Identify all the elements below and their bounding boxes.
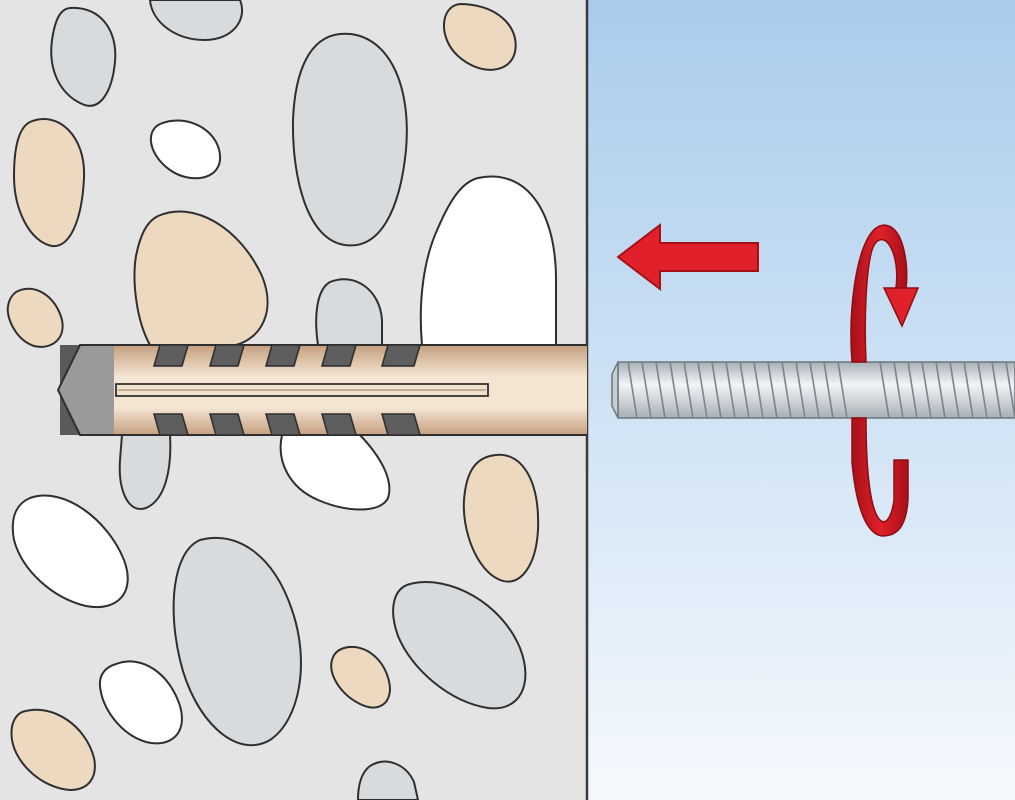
screw-thread bbox=[963, 361, 974, 419]
screw-threads bbox=[627, 361, 1015, 419]
pebble bbox=[150, 119, 222, 180]
pebble bbox=[172, 536, 302, 747]
screw-tip bbox=[611, 361, 619, 419]
screw-thread bbox=[893, 361, 904, 419]
screw-thread bbox=[837, 361, 848, 419]
pebble bbox=[98, 660, 183, 745]
pebble bbox=[356, 760, 420, 800]
screw-thread bbox=[753, 361, 764, 419]
screw-thread bbox=[907, 361, 918, 419]
pebble bbox=[148, 0, 243, 42]
plug-tooth bbox=[320, 413, 358, 436]
screw-thread bbox=[641, 361, 652, 419]
pebble bbox=[50, 6, 117, 107]
screw-thread bbox=[977, 361, 988, 419]
screw-thread bbox=[949, 361, 960, 419]
screw-thread bbox=[655, 361, 666, 419]
screw-thread bbox=[1005, 361, 1015, 419]
left-arrow-icon bbox=[616, 222, 759, 292]
pebble bbox=[6, 287, 64, 348]
screw-thread bbox=[809, 361, 820, 419]
pebble bbox=[10, 708, 96, 792]
wall-plug bbox=[56, 344, 587, 436]
screw-thread bbox=[767, 361, 778, 419]
aggregate-pebbles bbox=[6, 0, 557, 800]
screw-thread bbox=[669, 361, 680, 419]
pebble bbox=[118, 434, 172, 510]
pebble bbox=[392, 581, 527, 710]
pebble bbox=[462, 453, 540, 583]
plug-tooth bbox=[264, 344, 302, 367]
screw-thread bbox=[879, 361, 890, 419]
plug-tooth bbox=[152, 344, 190, 367]
screw-thread bbox=[711, 361, 722, 419]
screw-thread bbox=[795, 361, 806, 419]
clockwise-rotation-icon bbox=[850, 224, 920, 537]
screw-thread bbox=[725, 361, 736, 419]
screw-thread bbox=[921, 361, 932, 419]
plug-tooth bbox=[208, 344, 246, 367]
screw-shank bbox=[617, 361, 1015, 419]
plug-teeth-bottom bbox=[152, 413, 422, 436]
pebble bbox=[315, 278, 383, 346]
screw-thread bbox=[781, 361, 792, 419]
rotation-arrowhead bbox=[882, 287, 920, 328]
screw-thread bbox=[935, 361, 946, 419]
pebble bbox=[419, 175, 557, 346]
screw-thread bbox=[739, 361, 750, 419]
pebble bbox=[443, 2, 517, 71]
screw-thread bbox=[697, 361, 708, 419]
pebble bbox=[291, 32, 408, 247]
plug-tooth bbox=[320, 344, 358, 367]
threaded-screw bbox=[611, 361, 1015, 419]
screw-thread bbox=[823, 361, 834, 419]
pebble bbox=[11, 494, 129, 609]
plug-tooth bbox=[208, 413, 246, 436]
plug-tooth bbox=[152, 413, 190, 436]
plug-tooth bbox=[380, 413, 422, 436]
screw-thread bbox=[627, 361, 638, 419]
pebble bbox=[330, 645, 392, 709]
plug-teeth-top bbox=[152, 344, 422, 367]
rotation-ring-bottom bbox=[851, 417, 909, 537]
pebble bbox=[279, 434, 391, 511]
plug-tooth bbox=[264, 413, 302, 436]
pebble bbox=[12, 118, 86, 248]
pebble bbox=[133, 210, 269, 346]
screw-thread bbox=[991, 361, 1002, 419]
screw-thread bbox=[683, 361, 694, 419]
plug-tooth bbox=[380, 344, 422, 367]
